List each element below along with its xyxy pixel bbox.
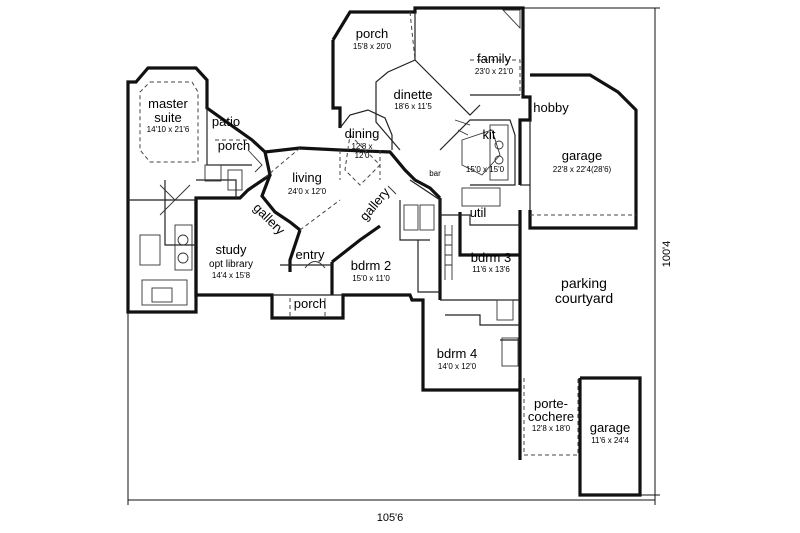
family-dims: 23'0 x 21'0 — [475, 67, 514, 76]
overall-depth-label: 100'4 — [661, 241, 673, 268]
garage-small-dims: 11'6 x 24'4 — [591, 436, 629, 445]
bdrm2-label: bdrm 2 — [351, 258, 391, 273]
util-label: util — [470, 205, 487, 220]
garage-small-label: garage — [590, 420, 630, 435]
porte-label-line2: cochere — [528, 409, 574, 424]
garage-main-dims: 22'8 x 22'4(28'6) — [553, 165, 612, 174]
porch-top-dims: 15'8 x 20'0 — [353, 42, 392, 51]
bar-label: bar — [429, 169, 441, 178]
bdrm4-dims: 14'0 x 12'0 — [438, 362, 477, 371]
study-label-line1: study — [215, 242, 247, 257]
dashed-lines — [139, 11, 636, 456]
overall-width-label: 105'6 — [377, 512, 404, 524]
dining-label: dining — [345, 126, 380, 141]
kit-label: kit — [483, 127, 496, 142]
dining-dims-line1: 12'8 x — [351, 142, 372, 151]
bdrm4-label: bdrm 4 — [437, 346, 477, 361]
kit-dims: 15'0 x 15'0 — [466, 165, 505, 174]
parking-label-line2: courtyard — [555, 290, 613, 306]
master-label-line2: suite — [154, 110, 181, 125]
bdrm3-dims: 11'6 x 13'6 — [472, 265, 510, 274]
living-label: living — [292, 170, 322, 185]
porch-front-label: porch — [294, 296, 327, 311]
dining-dims-line2: 12'0 — [355, 151, 370, 160]
bdrm2-dims: 15'0 x 11'0 — [352, 274, 390, 283]
patio-label: patio — [212, 114, 240, 129]
garage-main-label: garage — [562, 148, 602, 163]
room-labels: porch 15'8 x 20'0 family 23'0 x 21'0 din… — [147, 26, 631, 445]
hobby-label: hobby — [533, 100, 569, 115]
entry-label: entry — [296, 247, 325, 262]
bdrm3-label: bdrm 3 — [471, 250, 511, 265]
parking-label-line1: parking — [561, 275, 607, 291]
study-dims: 14'4 x 15'8 — [212, 271, 251, 280]
master-dims: 14'10 x 21'6 — [147, 125, 190, 134]
dinette-dims: 18'6 x 11'5 — [394, 102, 432, 111]
porch-top-label: porch — [356, 26, 389, 41]
family-label: family — [477, 51, 511, 66]
porte-label-line1: porte- — [534, 396, 568, 411]
master-label-line1: master — [148, 96, 188, 111]
porte-dims: 12'8 x 18'0 — [532, 424, 571, 433]
study-label-line2: opt library — [209, 259, 253, 270]
dinette-label: dinette — [393, 87, 432, 102]
interior-walls — [128, 12, 531, 341]
porch-left-label: porch — [218, 138, 251, 153]
gallery-right-label: gallery — [356, 184, 392, 223]
dimension-lines — [127, 7, 660, 505]
living-dims: 24'0 x 12'0 — [288, 187, 327, 196]
fixtures — [139, 9, 521, 367]
